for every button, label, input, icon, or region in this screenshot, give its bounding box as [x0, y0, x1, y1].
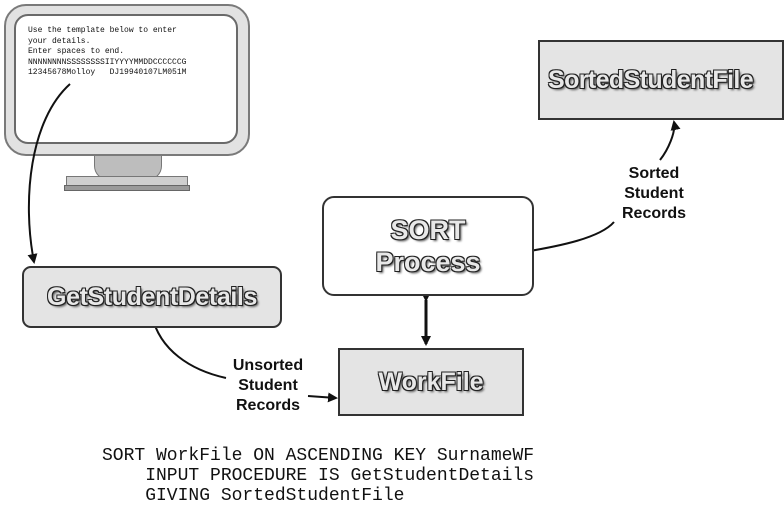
screen-line: Use the template below to enter	[28, 26, 177, 35]
connector-label-to-sortedfile	[659, 120, 681, 161]
code-line: SORT WorkFile ON ASCENDING KEY SurnameWF	[102, 446, 535, 466]
code-line: INPUT PROCEDURE IS GetStudentDetails	[102, 466, 535, 486]
sorted-student-file-label: SortedStudentFile	[548, 65, 754, 94]
screen-line: 12345678Molloy DJ19940107LM051M	[28, 68, 187, 77]
workfile-node: WorkFile	[338, 348, 524, 416]
workfile-label: WorkFile	[378, 367, 484, 396]
monitor-stand-foot	[64, 185, 190, 191]
label-line: Sorted	[628, 165, 680, 182]
code-line: GIVING SortedStudentFile	[102, 486, 405, 506]
sorted-student-file-node: SortedStudentFile	[538, 40, 784, 120]
sorted-records-label: Sorted Student Records	[606, 164, 702, 224]
monitor-stand-neck	[94, 154, 162, 180]
screen-line: Enter spaces to end.	[28, 47, 125, 56]
label-line: Records	[235, 397, 301, 414]
connector-label-to-workfile	[307, 392, 338, 403]
connector-screen-to-getdetails	[27, 83, 71, 264]
label-line: Student	[238, 377, 298, 394]
get-student-details-label: GetStudentDetails	[47, 282, 257, 311]
label-line: Student	[624, 185, 684, 202]
sort-process-line1: SORT	[390, 215, 466, 245]
label-line: Unsorted	[232, 357, 304, 374]
label-line: Records	[621, 205, 687, 222]
screen-line: NNNNNNNNSSSSSSSSIIYYYYMMDDCCCCCCG	[28, 57, 187, 67]
sort-process-line2: Process	[375, 247, 481, 277]
connector-sort-to-label	[523, 221, 615, 253]
get-student-details-node: GetStudentDetails	[22, 266, 282, 328]
unsorted-records-label: Unsorted Student Records	[218, 356, 318, 416]
sort-process-node: SORT Process	[322, 196, 534, 296]
sort-statement-code: SORT WorkFile ON ASCENDING KEY SurnameWF…	[102, 446, 534, 506]
screen-line: your details.	[28, 36, 91, 46]
